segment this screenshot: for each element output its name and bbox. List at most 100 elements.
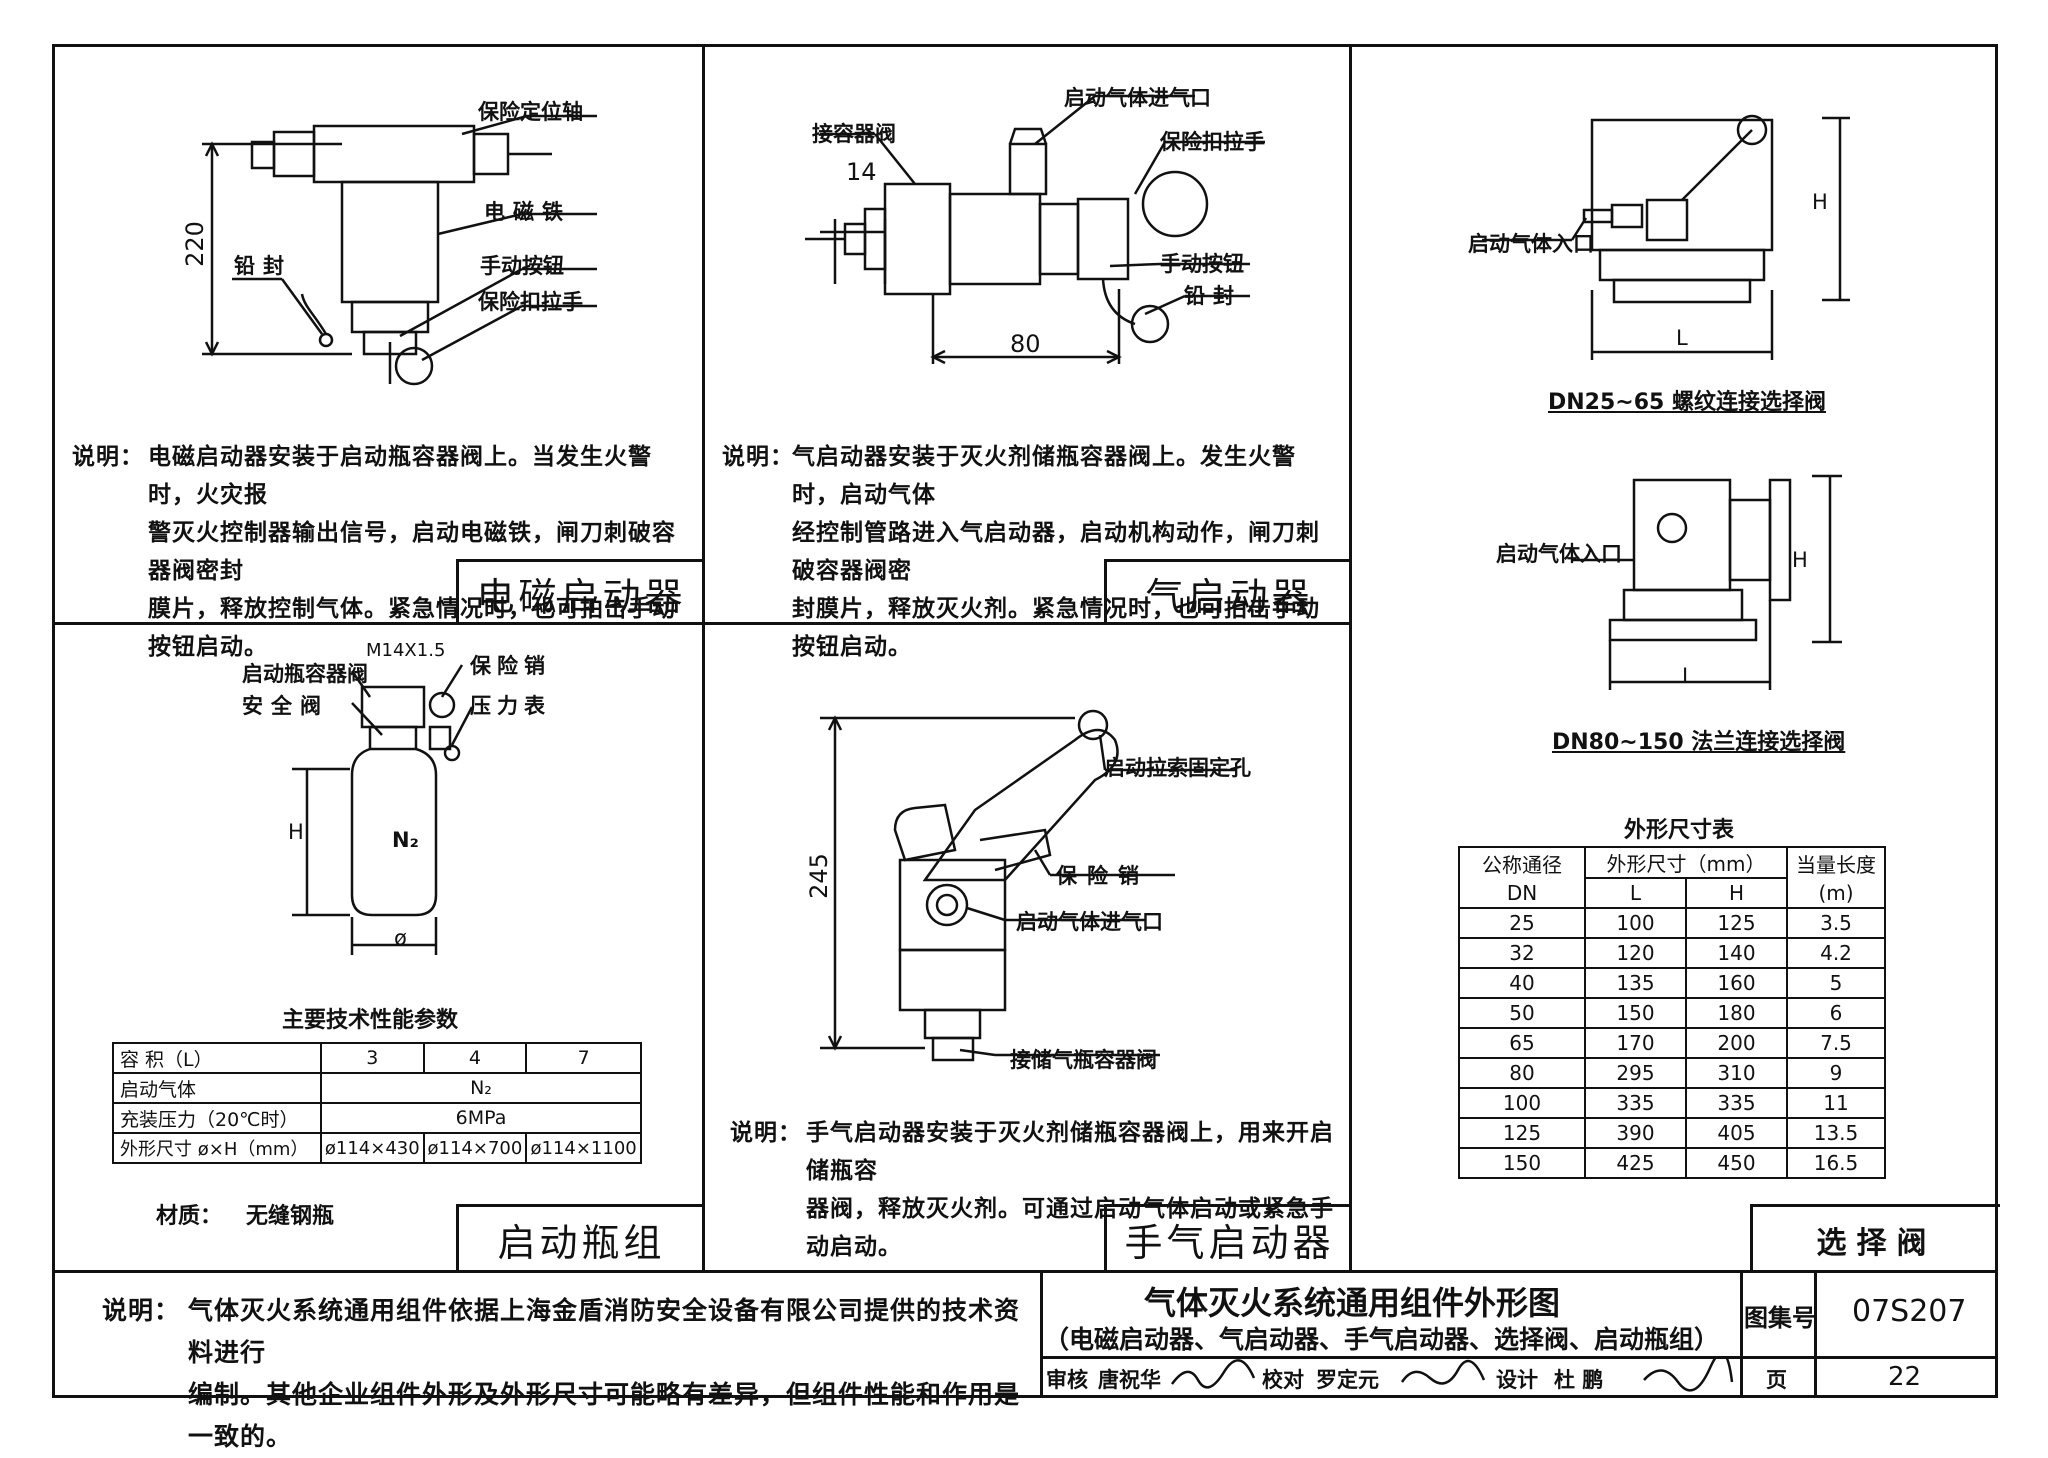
label-safety-pull: 保险扣拉手 — [1160, 130, 1265, 154]
label-safety-pull: 保险扣拉手 — [478, 290, 583, 314]
label-inlet: 启动气体进气口 — [1064, 86, 1211, 110]
dimension-table-cell: 335 — [1685, 1087, 1788, 1119]
note-line: 编制。其他企业组件外形及外形尺寸可能略有差异，但组件性能和作用是一致的。 — [188, 1380, 1021, 1451]
review-name: 唐祝华 — [1098, 1368, 1161, 1392]
check-signature — [1400, 1359, 1486, 1385]
label-container-valve: 启动瓶容器阀 — [242, 662, 368, 686]
dimension-table-cell: 3.5 — [1786, 907, 1886, 939]
note-line: 膜片，释放控制气体。紧急情况时，也可拍击手动按钮启动。 — [148, 596, 676, 660]
flanged-selector-valve-drawing — [1572, 474, 1842, 690]
drawing-subtitle: （电磁启动器、气启动器、手气启动器、选择阀、启动瓶组） — [1044, 1325, 1720, 1354]
dim-h-threaded: H — [1812, 190, 1828, 214]
dimension-table-cell: 100 — [1458, 1087, 1586, 1119]
dimension-80: 80 — [1010, 330, 1041, 358]
spec-r2-c2: N₂ — [320, 1072, 642, 1104]
design-label: 设计 — [1496, 1368, 1538, 1392]
pneumatic-starter-drawing — [805, 94, 1265, 365]
spec-r1-c1: 容 积（L） — [112, 1042, 322, 1074]
panel-title-selector-valve: 选择阀 — [1750, 1204, 2000, 1272]
label-cable-hole: 启动拉索固定孔 — [1104, 756, 1251, 780]
caption-flanged-valve: DN80~150 法兰连接选择阀 — [1552, 730, 1846, 755]
design-name: 杜 鹏 — [1554, 1368, 1604, 1392]
label-inlet-threaded: 启动气体入口 — [1468, 232, 1594, 256]
dimension-table-cell: 425 — [1584, 1147, 1687, 1179]
dim-d-cylinder: ø — [394, 926, 407, 950]
label-lead-seal: 铅封 — [234, 254, 292, 278]
th-h: H — [1685, 877, 1788, 909]
manual-starter-drawing — [820, 709, 1235, 1062]
label-inlet: 启动气体进气口 — [1016, 910, 1163, 934]
th-dn: 公称通径 — [1458, 846, 1586, 878]
dimension-table-cell: 450 — [1685, 1147, 1788, 1179]
dim-h-cylinder: H — [288, 820, 304, 844]
note-line: 警灭火控制器输出信号，启动电磁铁，闸刀刺破容器阀密封 — [148, 520, 676, 584]
dimension-table-cell: 4.2 — [1786, 937, 1886, 969]
material-label: 材质： — [156, 1204, 223, 1229]
th-size: 外形尺寸（mm） — [1584, 846, 1788, 879]
spec-r4-c1: 外形尺寸 ø×H（mm） — [112, 1132, 322, 1164]
label-pressure-gauge: 压力表 — [470, 694, 551, 718]
titleblock-left — [1040, 1270, 1043, 1398]
dimension-table-cell: 32 — [1458, 937, 1586, 969]
label-manual-button: 手动按钮 — [480, 254, 564, 278]
dimension-table-cell: 100 — [1584, 907, 1687, 939]
drawing-frame — [52, 44, 1998, 1398]
th-eq: 当量长度 — [1786, 846, 1886, 878]
label-manual-button: 手动按钮 — [1160, 252, 1244, 276]
material-value: 无缝钢瓶 — [246, 1204, 335, 1229]
note-line: 封膜片，释放灭火剂。紧急情况时，也可拍击手动按钮启动。 — [792, 596, 1320, 660]
dimension-table-cell: 405 — [1685, 1117, 1788, 1149]
dimension-table-cell: 25 — [1458, 907, 1586, 939]
titleblock-v1 — [1740, 1270, 1743, 1398]
review-signature — [1170, 1359, 1256, 1389]
note-line: 电磁启动器安装于启动瓶容器阀上。当发生火警时，火灾报 — [148, 444, 652, 508]
divider-h1 — [52, 622, 1350, 625]
spec-r4-c3: ø114×700 — [422, 1132, 528, 1164]
label-safety-shaft: 保险定位轴 — [478, 100, 583, 124]
spec-r1-c3: 4 — [422, 1042, 528, 1074]
label-container-valve: 接容器阀 — [812, 122, 896, 146]
spec-r4-c2: ø114×430 — [320, 1132, 425, 1164]
atlas-number: 07S207 — [1852, 1294, 1967, 1329]
caption-threaded-valve: DN25~65 螺纹连接选择阀 — [1548, 390, 1826, 415]
review-label: 审核 — [1046, 1368, 1088, 1392]
dimension-table-cell: 135 — [1584, 967, 1687, 999]
label-safety-pin: 保险销 — [1056, 864, 1149, 888]
note-line: 手气启动器安装于灭火剂储瓶容器阀上，用来开启储瓶容 — [806, 1120, 1334, 1184]
dimension-table-cell: 13.5 — [1786, 1117, 1886, 1149]
label-safety-pin: 保险销 — [470, 654, 551, 678]
label-inlet-flanged: 启动气体入口 — [1496, 542, 1622, 566]
dimension-table-cell: 5 — [1786, 967, 1886, 999]
cylinder-group-drawing — [292, 664, 474, 955]
dimension-table-cell: 125 — [1458, 1117, 1586, 1149]
page-number: 22 — [1888, 1362, 1922, 1392]
label-cylinder-valve: 接储气瓶容器阀 — [1010, 1048, 1157, 1072]
threaded-selector-valve-drawing — [1482, 114, 1850, 360]
spec-r3-c2: 6MPa — [320, 1102, 642, 1134]
dimension-table-cell: 180 — [1685, 997, 1788, 1029]
th-dn2: DN — [1458, 878, 1586, 909]
dimension-table-cell: 50 — [1458, 997, 1586, 1029]
dimension-table-cell: 200 — [1685, 1027, 1788, 1059]
spec-table: 容 积（L） 3 4 7 启动气体 N₂ 充装压力（20℃时） 6MPa 外形尺… — [112, 1042, 642, 1164]
dimension-table-cell: 80 — [1458, 1057, 1586, 1089]
dimension-table-cell: 120 — [1584, 937, 1687, 969]
spec-r3-c1: 充装压力（20℃时） — [112, 1102, 322, 1134]
spec-r1-c4: 7 — [525, 1042, 642, 1074]
dim-h-flanged: H — [1792, 548, 1808, 572]
dim-l-flanged: L — [1682, 664, 1694, 688]
titleblock-mid-h — [1040, 1356, 1998, 1359]
divider-v2 — [1349, 44, 1352, 1272]
electromagnetic-note: 说明： 电磁启动器安装于启动瓶容器阀上。当发生火警时，火灾报 警灭火控制器输出信… — [72, 438, 692, 666]
dimension-table-cell: 160 — [1685, 967, 1788, 999]
spec-r2-c1: 启动气体 — [112, 1072, 322, 1104]
dimension-table-cell: 310 — [1685, 1057, 1788, 1089]
